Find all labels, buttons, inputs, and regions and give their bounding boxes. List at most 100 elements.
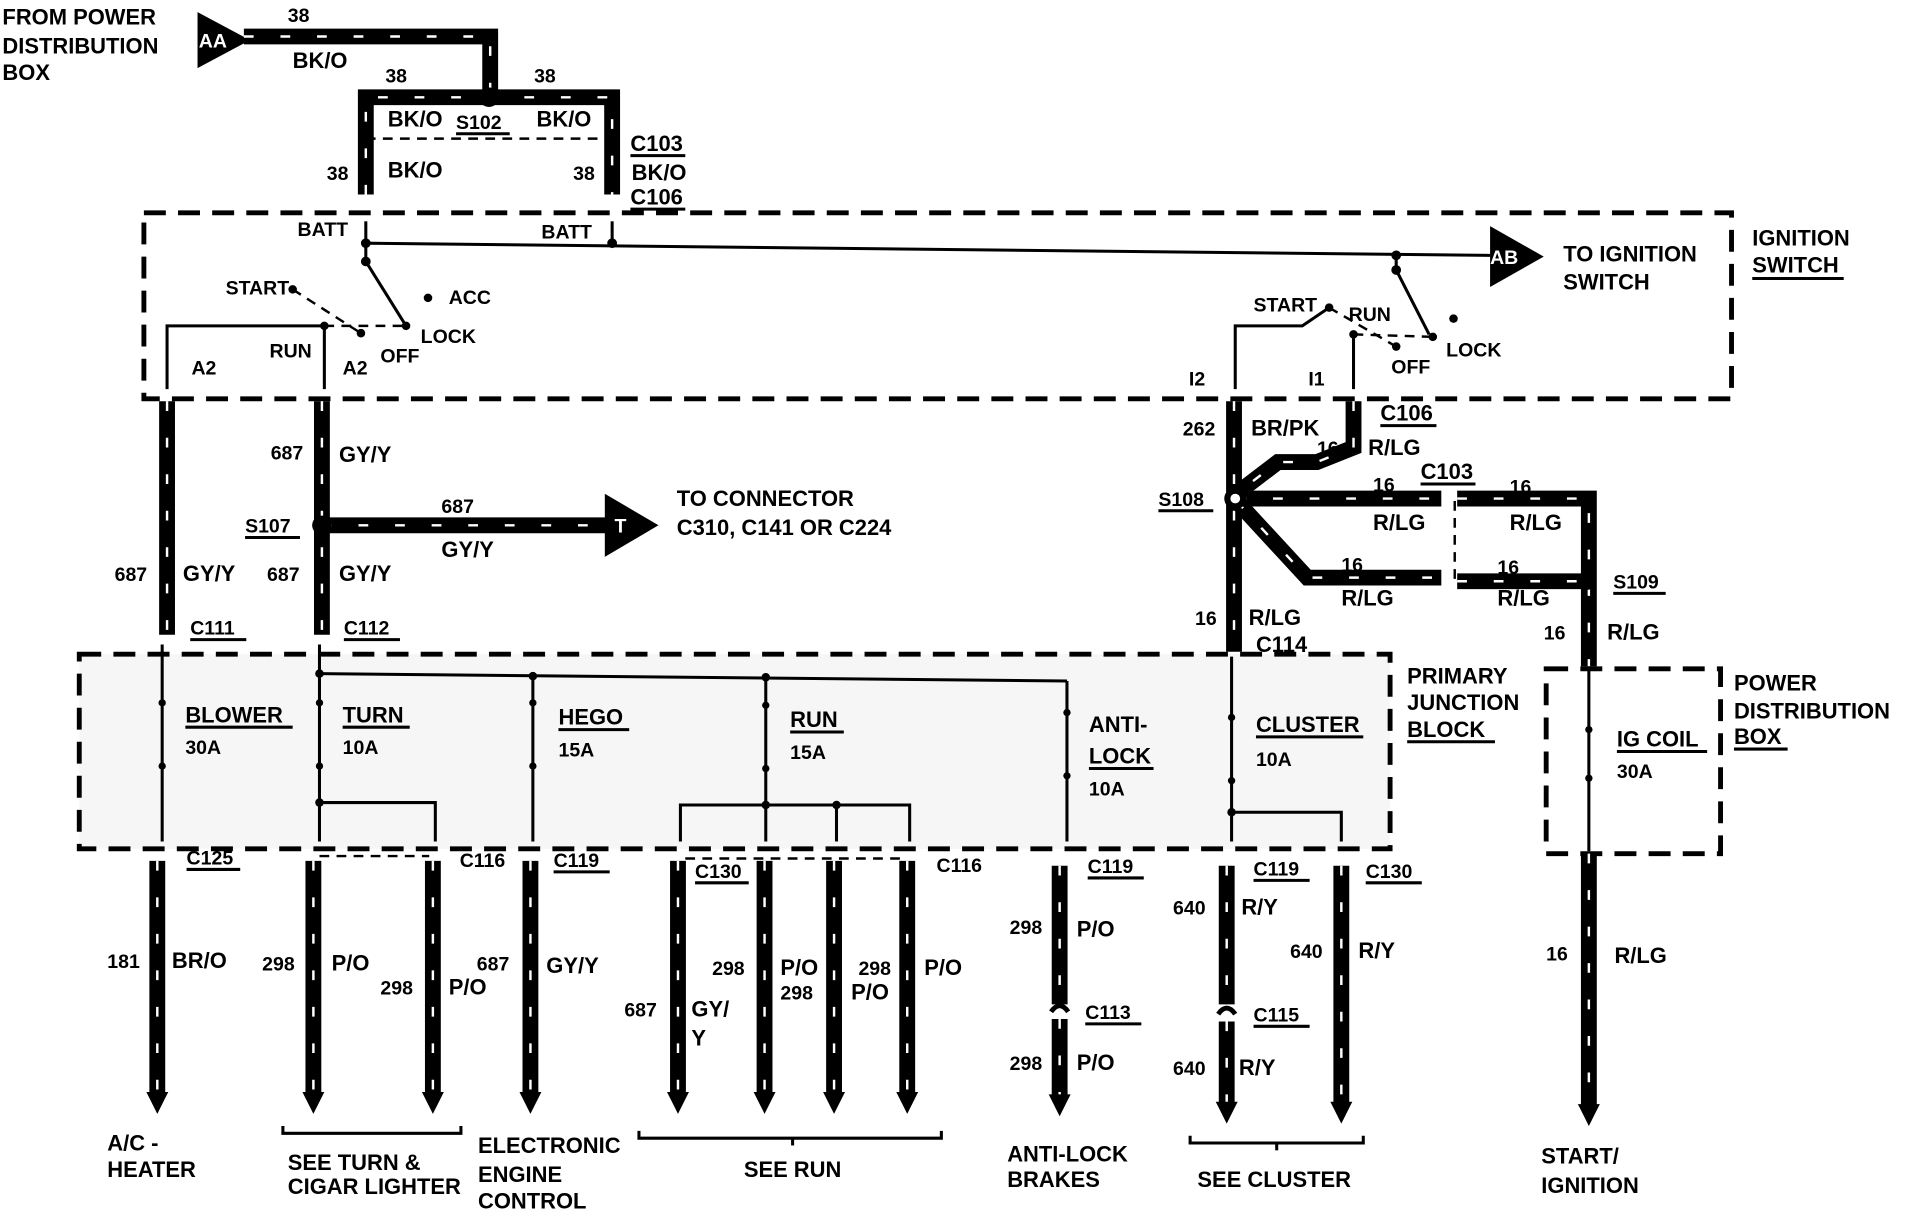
svg-text:START: START: [1254, 294, 1318, 316]
svg-text:CIGAR LIGHTER: CIGAR LIGHTER: [288, 1174, 461, 1199]
svg-text:C310, C141 OR C224: C310, C141 OR C224: [677, 515, 892, 540]
fuse-blower: BLOWER: [185, 702, 283, 727]
svg-text:R/LG: R/LG: [1614, 943, 1666, 968]
output-wires: [149, 853, 1597, 1107]
svg-text:BK/O: BK/O: [293, 48, 348, 73]
svg-text:687: 687: [115, 564, 148, 586]
power-distribution-box-title: POWER: [1734, 671, 1817, 696]
svg-text:640: 640: [1290, 941, 1323, 963]
connector-c103-right: C103: [1421, 459, 1473, 484]
svg-text:298: 298: [262, 953, 295, 975]
svg-text:GY/Y: GY/Y: [183, 561, 236, 586]
wire-r-lg-right: [1226, 401, 1597, 667]
splice-s107-dot: [312, 515, 332, 536]
svg-text:R/Y: R/Y: [1239, 1055, 1276, 1080]
svg-text:OFF: OFF: [1391, 356, 1430, 378]
svg-text:BRAKES: BRAKES: [1007, 1167, 1100, 1192]
fuse-run: RUN: [790, 707, 838, 732]
svg-text:START: START: [226, 277, 290, 299]
svg-text:GY/Y: GY/Y: [546, 953, 599, 978]
connector-c119-abs: C119: [1088, 856, 1134, 878]
svg-text:P/O: P/O: [332, 950, 370, 975]
svg-text:Y: Y: [691, 1026, 706, 1051]
svg-text:DISTRIBUTION: DISTRIBUTION: [2, 34, 158, 59]
svg-text:LOCK: LOCK: [421, 326, 476, 348]
fuse-hego: HEGO: [558, 705, 623, 730]
svg-text:10A: 10A: [343, 737, 379, 759]
connector-c113: C113: [1085, 1002, 1131, 1024]
svg-text:OFF: OFF: [380, 345, 419, 367]
svg-text:A2: A2: [191, 358, 216, 380]
svg-text:298: 298: [712, 958, 745, 980]
svg-text:30A: 30A: [1617, 761, 1653, 783]
primary-junction-block: [76, 651, 1393, 852]
svg-text:16: 16: [1546, 944, 1568, 966]
svg-text:FROM POWER: FROM POWER: [2, 4, 156, 29]
connector-c106-top: C106: [630, 184, 682, 209]
svg-text:BR/O: BR/O: [172, 948, 227, 973]
svg-text:GY/Y: GY/Y: [339, 561, 392, 586]
svg-text:ACC: ACC: [449, 287, 491, 309]
svg-text:687: 687: [477, 953, 510, 975]
connector-c119-hego: C119: [554, 850, 600, 872]
svg-text:298: 298: [1010, 1053, 1043, 1075]
svg-text:38: 38: [327, 163, 349, 185]
svg-text:TO IGNITION: TO IGNITION: [1563, 241, 1697, 266]
svg-text:298: 298: [1010, 917, 1043, 939]
svg-text:SWITCH: SWITCH: [1752, 252, 1839, 277]
svg-text:RUN: RUN: [1349, 304, 1391, 326]
connector-tag-aa: AA: [197, 12, 250, 69]
svg-text:38: 38: [573, 163, 595, 185]
destination-abs: ANTI-LOCK: [1007, 1141, 1128, 1166]
svg-text:16: 16: [1373, 474, 1395, 496]
splice-s109: S109: [1613, 572, 1659, 594]
svg-text:BLOCK: BLOCK: [1407, 717, 1485, 742]
fuse-anti-lock: ANTI-: [1089, 712, 1147, 737]
svg-text:15A: 15A: [558, 739, 594, 761]
svg-text:R/Y: R/Y: [1241, 894, 1278, 919]
ignition-switch-box: [141, 210, 1734, 402]
splice-s107: S107: [245, 516, 291, 538]
power-distribution-box: [1543, 666, 1723, 857]
svg-text:BATT: BATT: [298, 219, 349, 241]
svg-text:CONTROL: CONTROL: [478, 1189, 586, 1214]
destination-eec: ELECTRONIC: [478, 1133, 621, 1158]
connector-c116-run: C116: [936, 855, 982, 877]
svg-text:10A: 10A: [1089, 778, 1125, 800]
svg-text:A2: A2: [343, 358, 368, 380]
svg-text:R/LG: R/LG: [1510, 510, 1562, 535]
svg-text:262: 262: [1183, 418, 1216, 440]
svg-text:16: 16: [1195, 608, 1217, 630]
svg-text:30A: 30A: [185, 737, 221, 759]
svg-text:R/LG: R/LG: [1249, 605, 1301, 630]
connector-c116-left: C116: [460, 850, 506, 872]
svg-text:298: 298: [380, 978, 413, 1000]
destination-ac-heater: A/C -: [107, 1130, 158, 1155]
svg-text:16: 16: [1510, 477, 1532, 499]
svg-text:38: 38: [534, 66, 556, 88]
svg-text:ENGINE: ENGINE: [478, 1162, 562, 1187]
svg-text:640: 640: [1173, 897, 1206, 919]
svg-text:298: 298: [780, 983, 813, 1005]
svg-text:LOCK: LOCK: [1446, 339, 1501, 361]
fuse-ig-coil: IG COIL: [1617, 727, 1699, 752]
svg-text:R/LG: R/LG: [1497, 586, 1549, 611]
svg-text:AA: AA: [199, 30, 227, 52]
connector-c125: C125: [187, 848, 234, 870]
svg-text:181: 181: [107, 951, 140, 973]
fuse-cluster: CLUSTER: [1256, 712, 1360, 737]
destination-cluster: SEE CLUSTER: [1197, 1167, 1351, 1192]
connector-c111: C111: [190, 618, 235, 640]
svg-text:687: 687: [624, 1000, 657, 1022]
svg-text:AB: AB: [1490, 247, 1518, 269]
connector-tag-t: T: [604, 493, 659, 557]
connector-c112: C112: [344, 618, 390, 640]
svg-text:JUNCTION: JUNCTION: [1407, 690, 1519, 715]
svg-text:TO CONNECTOR: TO CONNECTOR: [677, 486, 854, 511]
connector-c115: C115: [1254, 1004, 1300, 1026]
svg-text:687: 687: [441, 496, 474, 518]
svg-text:I2: I2: [1189, 368, 1205, 390]
connector-c130-run: C130: [695, 861, 742, 883]
svg-text:SWITCH: SWITCH: [1563, 269, 1650, 294]
